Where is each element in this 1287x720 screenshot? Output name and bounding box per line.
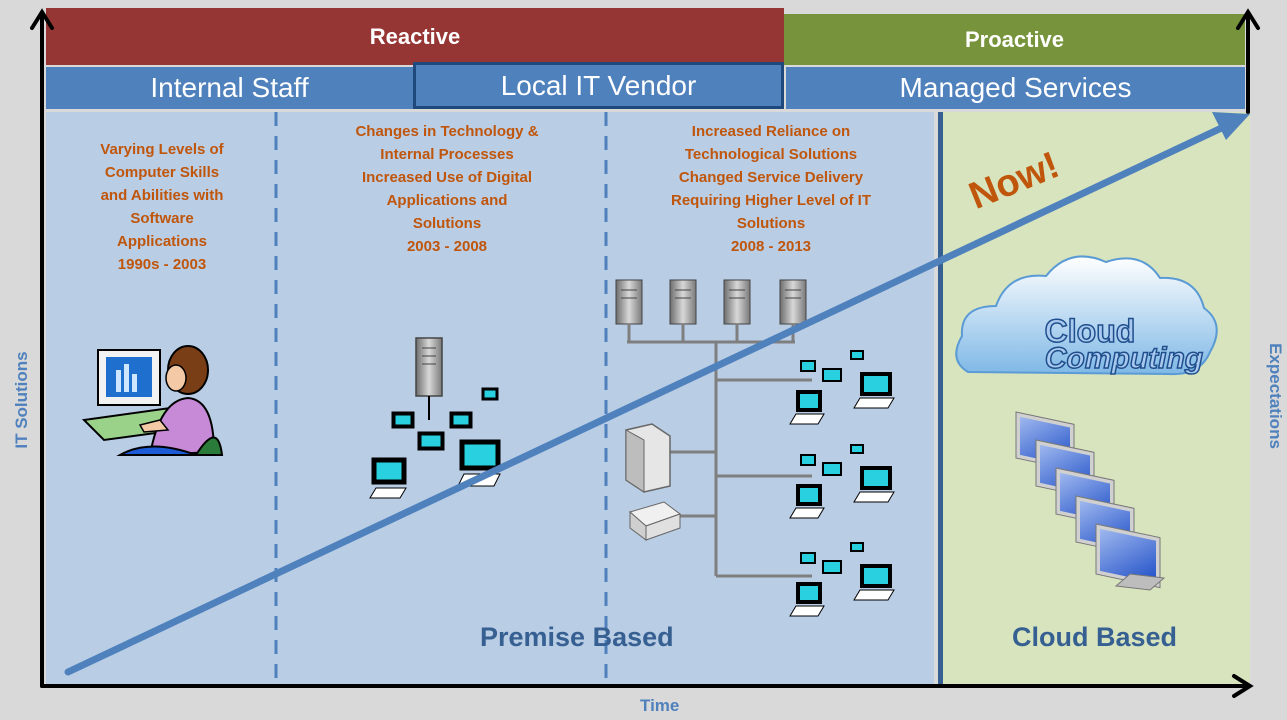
server-rack-icon	[615, 279, 807, 325]
cloud-logo-line-1: Cloud	[1045, 313, 1136, 349]
reactive-label: Reactive	[369, 23, 461, 49]
printer-icon	[628, 501, 682, 541]
era-2-text: Changes in Technology & Internal Process…	[355, 123, 539, 255]
premise-based-label: Premise Based	[480, 622, 674, 652]
x-axis-arrowhead	[1232, 674, 1254, 698]
reactive-band: Reactive	[46, 8, 784, 65]
internal-staff-label: Internal Staff	[150, 72, 309, 103]
proactive-band: Proactive	[784, 14, 1245, 65]
y-axis-left-arrowhead	[30, 8, 54, 30]
proactive-label: Proactive	[964, 26, 1065, 52]
era-3-text: Increased Reliance on Technological Solu…	[670, 123, 872, 255]
y-axis-right-arrowhead	[1236, 8, 1260, 30]
workstation-cluster-era3	[789, 350, 895, 617]
cloud-panel	[938, 112, 1250, 685]
y-axis-left-label: IT Solutions	[12, 351, 31, 449]
workstation-cluster-era2	[369, 387, 501, 499]
managed-services-label: Managed Services	[899, 72, 1132, 103]
internal-staff-band: Internal Staff	[46, 67, 413, 109]
era-1-text: Varying Levels of Computer Skills and Ab…	[100, 141, 224, 273]
woman-at-computer-icon	[81, 345, 224, 457]
era-dividers	[274, 112, 608, 682]
cloud-based-label: Cloud Based	[1012, 622, 1178, 652]
axes	[30, 8, 1260, 698]
network-lines	[627, 324, 812, 578]
local-vendor-band: Local IT Vendor	[413, 62, 784, 109]
y-axis-right-label: Expectations	[1266, 343, 1285, 449]
server-icon	[415, 337, 443, 420]
trend-arrow	[64, 112, 1250, 676]
cloud-icon: Cloud Computing	[955, 255, 1218, 376]
monitor-stack-icon	[1015, 411, 1166, 591]
managed-services-band: Managed Services	[786, 67, 1245, 109]
tower-server-icon	[625, 423, 671, 493]
cloud-logo-line-2: Computing	[1045, 342, 1203, 375]
local-vendor-label: Local IT Vendor	[500, 69, 697, 101]
x-axis-label: Time	[640, 696, 680, 715]
